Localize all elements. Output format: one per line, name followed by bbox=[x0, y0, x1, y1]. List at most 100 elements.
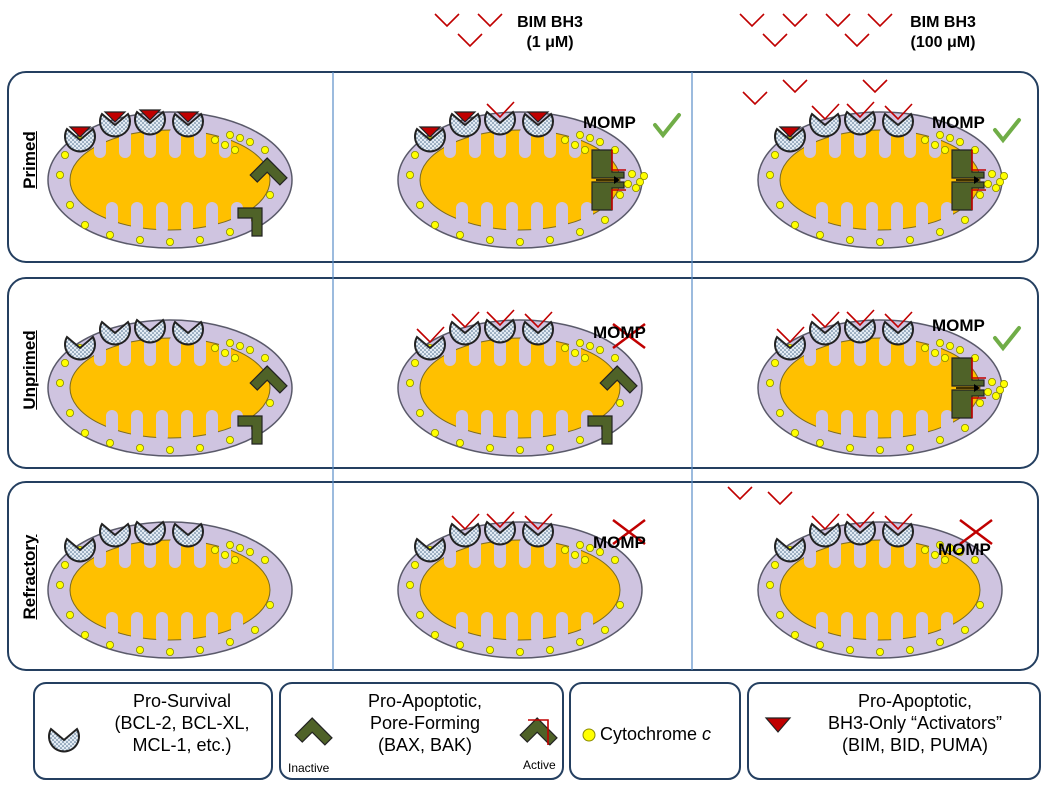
pro-survival-body bbox=[774, 127, 806, 153]
cytochrome-c bbox=[976, 398, 985, 407]
released-cytochrome-c bbox=[1000, 171, 1009, 180]
pore-active bbox=[951, 357, 1009, 419]
cytochrome-c bbox=[220, 348, 229, 357]
pro-survival-protein bbox=[522, 311, 554, 346]
pro-survival-protein bbox=[414, 326, 446, 361]
cytochrome-c bbox=[576, 338, 585, 347]
diagram-cells bbox=[47, 79, 1021, 659]
pro-survival-body bbox=[414, 537, 446, 563]
pore-active bbox=[951, 149, 1009, 211]
legend-cytochrome-text: Cytochrome c bbox=[600, 723, 750, 745]
legend-cytochrome-label: Cytochrome bbox=[600, 724, 703, 744]
crista bbox=[854, 336, 866, 366]
bim-bh3 bbox=[524, 513, 553, 531]
bh3-activator bbox=[103, 111, 127, 123]
crista bbox=[916, 612, 928, 644]
bh3-activator bbox=[138, 109, 162, 121]
cytochrome-c bbox=[81, 428, 90, 437]
pro-survival-protein bbox=[172, 320, 204, 346]
pro-survival-protein bbox=[48, 727, 80, 753]
cytochrome-c bbox=[611, 353, 620, 362]
cell bbox=[397, 309, 646, 457]
pore-bim-line bbox=[971, 358, 986, 379]
bim-bh3 bbox=[811, 311, 840, 329]
mitochondrion bbox=[397, 521, 643, 659]
cytochrome-c bbox=[260, 556, 269, 565]
crista bbox=[904, 538, 916, 568]
pro-survival-body bbox=[414, 335, 446, 361]
pro-survival-protein bbox=[809, 311, 841, 346]
column-header-bim-1-line2: (1 μM) bbox=[526, 34, 574, 51]
crista bbox=[879, 336, 891, 366]
cytochrome-c bbox=[561, 343, 570, 352]
pore-bim-line bbox=[971, 189, 986, 210]
crista bbox=[879, 538, 891, 568]
crista bbox=[144, 336, 156, 366]
crista bbox=[879, 128, 891, 158]
pro-survival-body bbox=[449, 522, 481, 548]
column-header-bim-1: BIM BH3 (1 μM) bbox=[495, 13, 605, 53]
check-mark bbox=[993, 326, 1021, 352]
pro-survival-body bbox=[882, 522, 914, 548]
released-cytochrome-c bbox=[992, 391, 1001, 400]
cytochrome-c bbox=[56, 378, 65, 387]
pro-survival-body bbox=[844, 520, 876, 546]
pro-survival-protein bbox=[449, 311, 481, 346]
legend-cytochrome-dot bbox=[582, 728, 596, 742]
crista bbox=[131, 612, 143, 644]
cell bbox=[727, 486, 1003, 659]
released-cytochrome-c bbox=[628, 169, 637, 178]
crista bbox=[456, 410, 468, 442]
pro-survival-body bbox=[414, 127, 446, 153]
cytochrome-c bbox=[976, 190, 985, 199]
crista bbox=[531, 612, 543, 644]
cytochrome-c bbox=[586, 544, 595, 553]
cytochrome-c bbox=[546, 235, 555, 244]
cytochrome-c bbox=[601, 215, 610, 224]
cytochrome-c bbox=[946, 341, 955, 350]
release-arrowhead bbox=[614, 176, 620, 184]
cytochrome-c bbox=[165, 648, 174, 657]
legend-active-label: Active bbox=[523, 758, 556, 772]
cytochrome-c bbox=[941, 145, 950, 154]
cell bbox=[397, 101, 681, 249]
crista bbox=[519, 538, 531, 568]
pro-survival-protein bbox=[414, 537, 446, 563]
free-bim-bh3 bbox=[782, 13, 808, 28]
cytochrome-c bbox=[135, 443, 144, 452]
cytochrome-c bbox=[571, 140, 580, 149]
released-cytochrome-c bbox=[624, 179, 633, 188]
crista bbox=[804, 128, 816, 158]
crista bbox=[866, 410, 878, 442]
cytochrome-c bbox=[596, 137, 605, 146]
crista bbox=[841, 202, 853, 234]
row-label-unprimed: Unprimed bbox=[20, 330, 39, 410]
pro-survival-body bbox=[99, 522, 131, 548]
cytochrome-c bbox=[415, 200, 424, 209]
pro-survival-protein bbox=[172, 522, 204, 548]
crista bbox=[156, 410, 168, 442]
bh3-activator bbox=[176, 111, 200, 123]
legend-pro-survival-line2: (BCL-2, BCL-XL, bbox=[114, 713, 250, 733]
pro-survival-protein bbox=[449, 513, 481, 548]
cytochrome-c bbox=[906, 235, 915, 244]
cytochrome-c bbox=[816, 641, 825, 650]
row-label-primed: Primed bbox=[20, 131, 39, 189]
cytochrome-c bbox=[430, 220, 439, 229]
cytochrome-c bbox=[516, 445, 525, 454]
cytochrome-c bbox=[571, 348, 580, 357]
cytochrome-c bbox=[601, 626, 610, 635]
crista bbox=[816, 410, 828, 442]
check-mark bbox=[993, 118, 1021, 144]
release-arrowhead bbox=[974, 384, 980, 392]
cytochrome-c bbox=[135, 235, 144, 244]
pore-body bbox=[519, 717, 558, 746]
crista bbox=[131, 410, 143, 442]
bim-bh3 bbox=[811, 103, 840, 121]
crista bbox=[181, 202, 193, 234]
pro-survival-body bbox=[134, 318, 166, 344]
column-header-bim-100-line1: BIM BH3 bbox=[910, 14, 976, 31]
pro-survival-protein bbox=[882, 311, 914, 346]
cytochrome-c bbox=[485, 646, 494, 655]
released-cytochrome-c bbox=[996, 385, 1005, 394]
